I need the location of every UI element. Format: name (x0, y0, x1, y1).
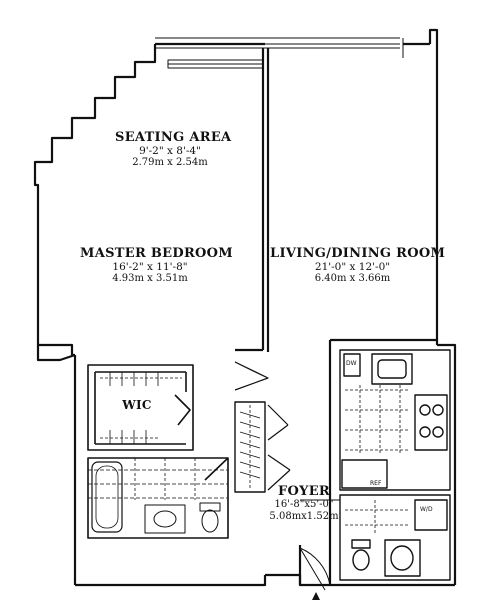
living-walls (328, 28, 457, 587)
foyer-dim-imperial: 16'-8"x5'-0" (274, 499, 334, 510)
master-bedroom-dim-metric: 4.93m x 3.51m (112, 273, 188, 284)
powder-room (339, 494, 451, 581)
foyer-dim-metric: 5.08mx1.52m (269, 511, 339, 522)
hall-closet (234, 401, 266, 493)
dishwasher-label: DW (346, 360, 357, 367)
wic-hangers (100, 372, 182, 444)
master-bedroom-dim-imperial: 16'-2" x 11'-8" (112, 261, 188, 273)
living-dining-dim-imperial: 21'-0" x 12'-0" (314, 261, 391, 273)
living-dining-dim-metric: 6.40m x 3.66m (314, 273, 391, 284)
foyer-walls (75, 545, 330, 587)
foyer-name: FOYER (277, 484, 331, 499)
master-bedroom-name: MASTER BEDROOM (80, 246, 233, 261)
master-bath (87, 457, 229, 539)
washer-dryer-label: W/D (420, 506, 433, 513)
bathtub-inner (95, 465, 119, 529)
seating-area-dim-imperial: 9'-2" x 8'-4" (139, 145, 201, 157)
seating-area-name: SEATING AREA (115, 130, 232, 145)
living-dining-name: LIVING/DINING ROOM (270, 246, 446, 261)
bath-toilet (199, 502, 221, 533)
entry-door (299, 547, 331, 591)
seating-window (167, 59, 264, 69)
master-bedroom-label: MASTER BEDROOM 16'-2" x 11'-8" 4.93m x 3… (80, 246, 233, 285)
hall-closet-hangers (239, 411, 261, 479)
seating-area-dim-metric: 2.79m x 2.54m (132, 157, 208, 168)
wic-name: WIC (122, 398, 152, 412)
bath-sink (144, 504, 186, 534)
kitchen (339, 349, 451, 491)
seating-area-label: SEATING AREA 9'-2" x 8'-4" 2.79m x 2.54m (115, 130, 232, 169)
foyer-label: FOYER 16'-8"x5'-0" 5.08mx1.52m (264, 484, 344, 523)
living-dining-label: LIVING/DINING ROOM 21'-0" x 12'-0" 6.40m… (270, 246, 446, 285)
bedroom-walls (33, 42, 265, 585)
partition-wall (235, 48, 270, 352)
bedroom-door (234, 361, 269, 391)
wic-label: WIC (112, 398, 162, 412)
bathtub (91, 461, 123, 533)
entry-arrow (312, 592, 320, 600)
refrigerator-label: REF (370, 480, 382, 487)
window-top (155, 37, 404, 58)
closet-door (267, 404, 291, 491)
